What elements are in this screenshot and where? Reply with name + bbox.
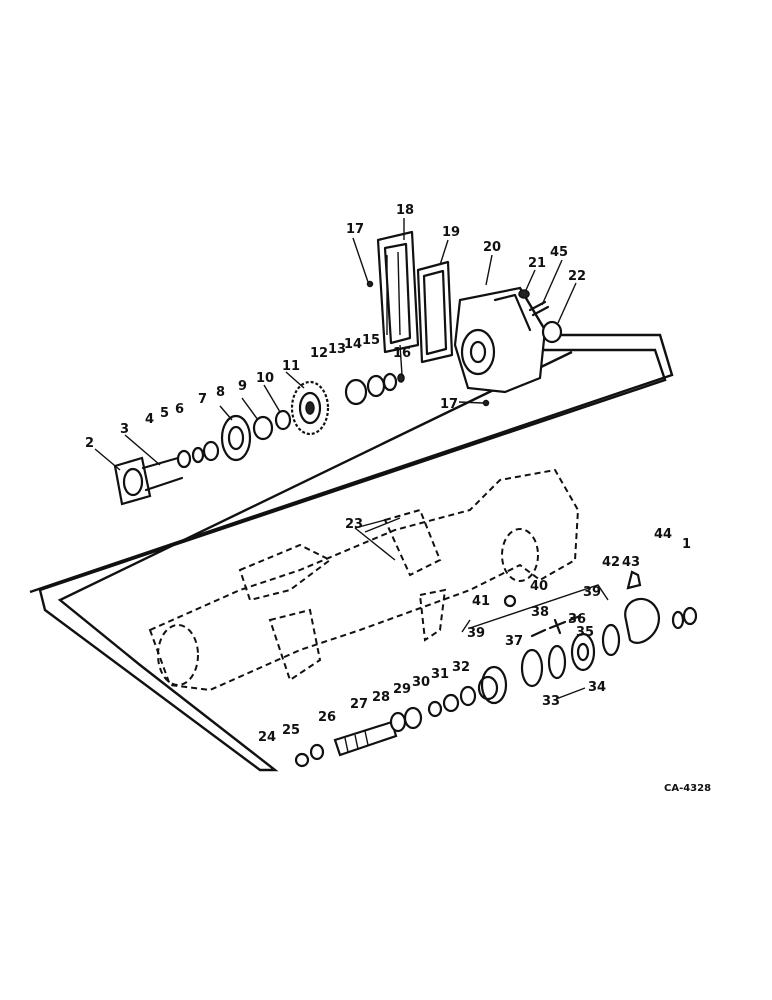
callout-21: 21 xyxy=(528,256,546,271)
callout-38: 38 xyxy=(531,605,549,620)
callout-29: 29 xyxy=(393,682,411,697)
callout-25: 25 xyxy=(282,723,300,738)
part-27-bearing xyxy=(389,711,407,733)
part-32-flange xyxy=(477,665,508,705)
part-26-shaft xyxy=(333,720,398,757)
callout-12: 12 xyxy=(310,346,328,361)
part-42-fitting xyxy=(626,570,642,590)
callout-17-lower: 17 xyxy=(440,397,458,412)
callout-37: 37 xyxy=(505,634,523,649)
callout-8: 8 xyxy=(216,385,225,400)
callout-5: 5 xyxy=(160,406,169,421)
part-22-seal xyxy=(541,320,563,344)
part-10-spacer xyxy=(274,409,292,431)
callout-13: 13 xyxy=(328,342,346,357)
callout-17-upper: 17 xyxy=(346,222,364,237)
diagram-code: CA-4328 xyxy=(664,783,711,794)
callout-45: 45 xyxy=(550,245,568,260)
callout-14: 14 xyxy=(344,337,362,352)
callout-24: 24 xyxy=(258,730,276,745)
callout-44: 44 xyxy=(654,527,672,542)
callout-4: 4 xyxy=(145,412,154,427)
callout-16: 16 xyxy=(393,346,411,361)
part-18-cover-plate xyxy=(376,230,420,354)
callout-1: 1 xyxy=(682,537,691,552)
callout-labels: 1 2 3 4 5 6 7 8 9 10 11 12 13 14 15 16 1… xyxy=(85,203,691,745)
part-12-bearing xyxy=(344,378,368,406)
assembly-outline-inner xyxy=(29,333,674,594)
callout-33: 33 xyxy=(542,694,560,709)
leader-lines xyxy=(94,218,586,700)
part-40-bracket xyxy=(469,584,609,629)
part-34-plate xyxy=(547,644,567,680)
callout-39-right: 39 xyxy=(583,585,601,600)
callout-18: 18 xyxy=(396,203,414,218)
callout-36: 36 xyxy=(568,612,586,627)
part-28-race xyxy=(403,706,423,730)
part-23-axle-housing xyxy=(148,468,580,692)
callout-32: 32 xyxy=(452,660,470,675)
part-29-ring xyxy=(427,700,443,718)
part-35-carrier xyxy=(570,632,596,672)
part-17-dot-lower xyxy=(482,399,490,407)
callout-42: 42 xyxy=(602,555,620,570)
part-41-nut xyxy=(503,594,517,608)
part-14-washer xyxy=(382,372,398,392)
assembly-outline-frame xyxy=(38,348,667,772)
callout-39-left: 39 xyxy=(467,626,485,641)
part-5-race xyxy=(191,446,205,464)
callout-19: 19 xyxy=(442,225,460,240)
part-39-disc-left xyxy=(520,648,544,688)
callout-2: 2 xyxy=(85,436,94,451)
part-15-ring xyxy=(397,373,405,383)
callout-27: 27 xyxy=(350,697,368,712)
callout-10: 10 xyxy=(256,371,274,386)
part-37-spring xyxy=(530,628,547,638)
callout-43: 43 xyxy=(622,555,640,570)
part-9-washer xyxy=(252,415,274,441)
part-31-washer xyxy=(459,685,477,707)
callout-35: 35 xyxy=(576,625,594,640)
callout-23: 23 xyxy=(345,517,363,532)
part-17-dot-upper xyxy=(366,280,374,288)
callout-3: 3 xyxy=(120,422,129,437)
callout-31: 31 xyxy=(431,667,449,682)
callout-34: 34 xyxy=(588,680,606,695)
callout-30: 30 xyxy=(412,675,430,690)
part-19-gasket xyxy=(416,260,454,364)
part-30-seal xyxy=(442,693,460,713)
callout-20: 20 xyxy=(483,240,501,255)
part-39-disc-right xyxy=(601,623,621,657)
callout-6: 6 xyxy=(175,402,184,417)
part-1-seal xyxy=(682,606,698,626)
part-2-hub xyxy=(113,456,184,506)
callout-22: 22 xyxy=(568,269,586,284)
callout-28: 28 xyxy=(372,690,390,705)
part-11-gear xyxy=(290,380,330,436)
part-4-seal xyxy=(176,449,192,469)
part-25-washer xyxy=(309,743,325,761)
part-21-plug xyxy=(518,289,530,299)
part-38-bolt xyxy=(568,614,582,622)
part-7-flange xyxy=(220,414,252,462)
callout-26: 26 xyxy=(318,710,336,725)
part-20-housing xyxy=(453,286,547,394)
part-6-bearing xyxy=(202,440,220,462)
part-36-pin xyxy=(548,618,567,635)
part-43-cover xyxy=(624,597,661,644)
part-44-ring xyxy=(671,610,685,630)
callout-11: 11 xyxy=(282,359,300,374)
callout-15: 15 xyxy=(362,333,380,348)
callout-7: 7 xyxy=(198,392,207,407)
callout-9: 9 xyxy=(238,379,247,394)
part-24-nut xyxy=(294,752,310,768)
callout-40: 40 xyxy=(530,579,548,594)
part-13-race xyxy=(366,374,386,398)
callout-41: 41 xyxy=(472,594,490,609)
